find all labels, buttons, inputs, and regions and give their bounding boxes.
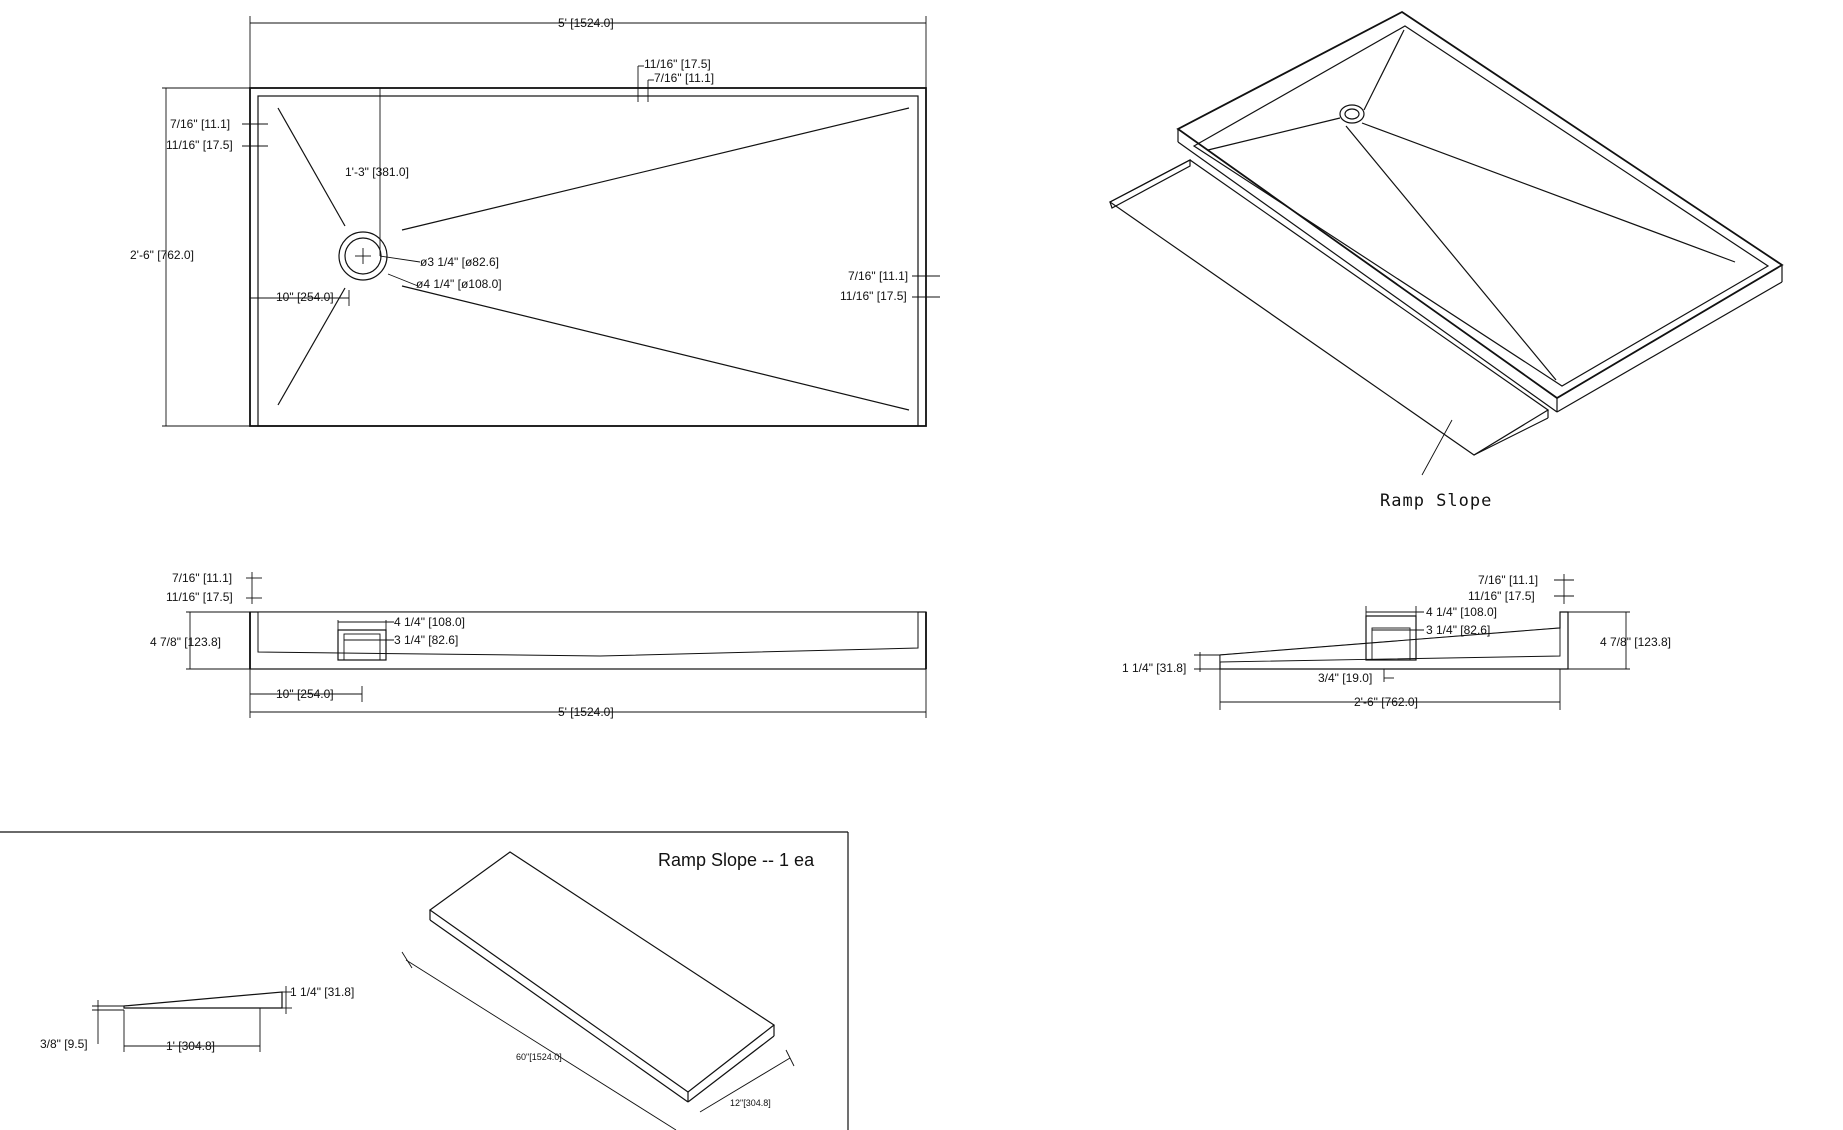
side-drain-inner: 3 1/4" [82.6] — [1426, 623, 1490, 637]
side-base: 3/4" [19.0] — [1318, 671, 1372, 685]
iso-view: Ramp Slope — [1108, 10, 1784, 511]
plan-top-flange-outer: 11/16" [17.5] — [644, 57, 711, 71]
side-flange-outer: 11/16" [17.5] — [1468, 589, 1535, 603]
plan-drain-inner-dia: ø3 1/4" [ø82.6] — [420, 255, 499, 269]
plan-left-flange-outer: 11/16" [17.5] — [166, 138, 233, 152]
plan-inner-rim — [257, 95, 919, 427]
front-drain-outer: 4 1/4" [108.0] — [394, 615, 465, 629]
front-drain-inner: 3 1/4" [82.6] — [394, 633, 458, 647]
plan-height-dim: 2'-6" [762.0] — [130, 248, 194, 262]
plan-drain-offset-y: 1'-3" [381.0] — [345, 165, 409, 179]
front-length: 5' [1524.0] — [558, 705, 614, 719]
iso-ramp — [1108, 159, 1550, 456]
front-flange-outer: 11/16" [17.5] — [166, 590, 233, 604]
plan-drain-outer-dia: ø4 1/4" [ø108.0] — [416, 277, 502, 291]
side-height: 4 7/8" [123.8] — [1600, 635, 1671, 649]
ramp-length-iso: 60"[1524.0] — [516, 1052, 562, 1062]
plan-top-flange-inner: 7/16" [11.1] — [654, 71, 714, 85]
ramp-high-end: 1 1/4" [31.8] — [290, 985, 354, 999]
side-depth: 2'-6" [762.0] — [1354, 695, 1418, 709]
plan-right-flange-inner: 7/16" [11.1] — [848, 269, 908, 283]
ramp-width-iso: 12"[304.8] — [730, 1098, 771, 1108]
plan-drain-offset-x: 10" [254.0] — [276, 290, 334, 304]
side-section: 7/16" [11.1] 11/16" [17.5] 4 1/4" [108.0… — [1122, 573, 1671, 710]
side-flange-inner: 7/16" [11.1] — [1478, 573, 1538, 587]
plan-left-flange-inner: 7/16" [11.1] — [170, 117, 230, 131]
side-drain-outer: 4 1/4" [108.0] — [1426, 605, 1497, 619]
plan-width-dim: 5' [1524.0] — [558, 16, 614, 30]
ramp-iso — [428, 851, 776, 1093]
iso-ramp-label: Ramp Slope — [1380, 491, 1492, 511]
front-section: 7/16" [11.1] 11/16" [17.5] 4 7/8" [123.8… — [150, 571, 927, 719]
ramp-section — [123, 991, 283, 1009]
iso-drain — [1339, 104, 1365, 124]
plan-outer-rim — [249, 87, 927, 427]
plan-right-flange-outer: 11/16" [17.5] — [840, 289, 907, 303]
ramp-panel: Ramp Slope -- 1 ea 3/8" [9.5] 1 1/4" [31… — [0, 831, 849, 1130]
front-flange-inner: 7/16" [11.1] — [172, 571, 232, 585]
ramp-run: 1' [304.8] — [166, 1039, 215, 1053]
front-drain-offset: 10" [254.0] — [276, 687, 334, 701]
ramp-panel-title: Ramp Slope -- 1 ea — [658, 850, 815, 870]
front-height: 4 7/8" [123.8] — [150, 635, 221, 649]
drain-outer-circle — [338, 231, 388, 281]
ramp-low-end: 3/8" [9.5] — [40, 1037, 88, 1051]
plan-view: 5' [1524.0] 2'-6" [762.0] 11/16" [17.5] … — [130, 16, 940, 427]
side-front-height: 1 1/4" [31.8] — [1122, 661, 1186, 675]
